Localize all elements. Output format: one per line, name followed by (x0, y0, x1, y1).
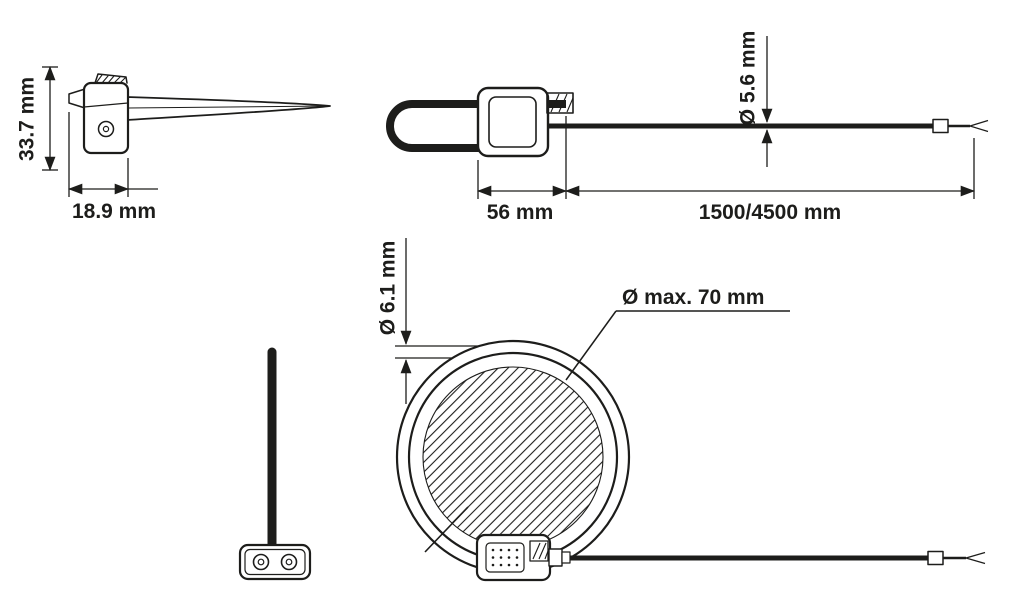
cable-connector (927, 550, 944, 566)
label-side-width: 18.9 mm (72, 200, 156, 223)
wire-ends (965, 551, 986, 565)
view-coil-front (395, 339, 986, 582)
clamp-hatch (550, 93, 574, 113)
label-side-height: 33.7 mm (16, 77, 39, 161)
connector-socket-right-pin (285, 558, 293, 566)
latch-outline (94, 73, 128, 84)
label-cable-diameter: Ø 5.6 mm (737, 31, 760, 126)
sensor-body-label-area (488, 96, 537, 148)
cable-gland (548, 548, 563, 567)
label-cable-length: 1500/4500 mm (699, 201, 841, 224)
coil-body (475, 533, 552, 582)
view-standing (238, 347, 312, 581)
cable-connector (932, 118, 949, 134)
leader-max-conductor (565, 310, 790, 381)
cable-gland-tip (561, 551, 571, 564)
knurl-dots (491, 548, 519, 567)
housing-detail-line (83, 102, 129, 108)
connector-socket-right (280, 553, 298, 571)
coil-body-knurl (485, 542, 525, 573)
connector-socket-left (252, 553, 270, 571)
hinge-pin-center (102, 125, 110, 133)
dim-cable-length (564, 138, 976, 199)
coil-end-clamp (546, 92, 574, 114)
label-max-conductor: Ø max. 70 mm (622, 286, 764, 309)
clip-lever (68, 88, 86, 109)
hinge-pin (97, 120, 115, 138)
latch-hatch (95, 74, 127, 84)
standing-base (238, 543, 312, 581)
view-side (68, 73, 331, 155)
dim-tube-diameter (395, 238, 478, 404)
view-front (386, 86, 989, 158)
sensor-body (476, 86, 550, 158)
clip-housing (82, 81, 130, 155)
coil-loop (386, 100, 566, 152)
max-conductor-area (422, 366, 604, 548)
dim-side-width (67, 112, 158, 197)
connector-socket-left-pin (257, 558, 265, 566)
coil-parting-line (424, 506, 469, 553)
label-tube-diameter: Ø 6.1 mm (377, 241, 400, 336)
dim-side-height (42, 65, 58, 172)
leader-line (565, 310, 617, 381)
coil-arm-profile (126, 96, 331, 121)
wire-ends (969, 119, 989, 133)
standing-base-inner (244, 548, 306, 576)
dim-body-width (476, 116, 568, 199)
coil-arm-seam (127, 105, 331, 109)
label-body-width: 56 mm (487, 201, 554, 224)
clamp-hatch (532, 542, 549, 560)
